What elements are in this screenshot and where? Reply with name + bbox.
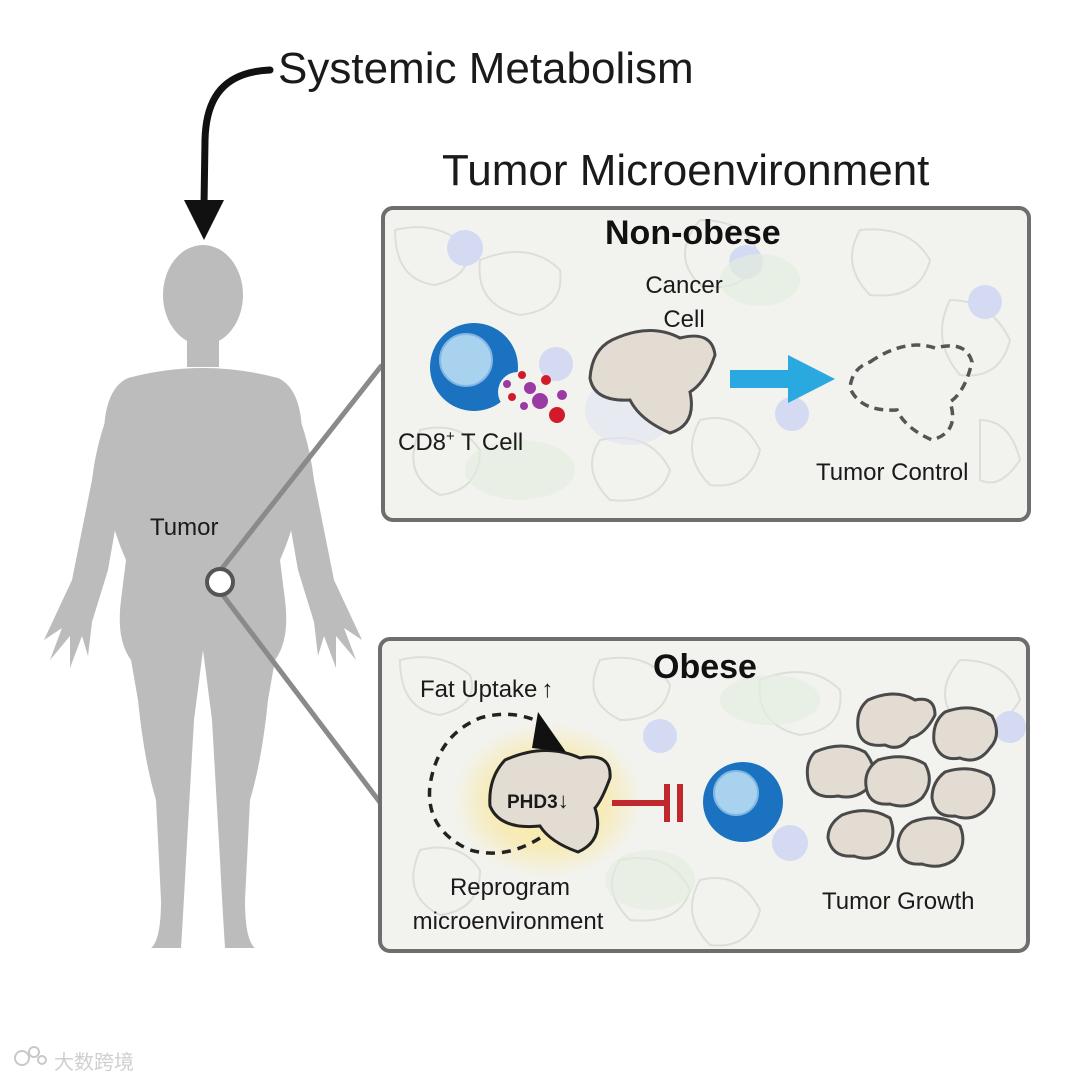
systemic-arrow (200, 66, 274, 209)
zoom-line-bottom (220, 592, 384, 807)
reprogram-label-line1: Reprogram (449, 874, 571, 901)
cancer-cell-label-line1: Cancer (645, 272, 723, 299)
tumor-control-arrow (730, 355, 835, 403)
phd3-label: PHD3↓ (507, 788, 569, 814)
human-silhouette (44, 245, 362, 948)
fat-uptake-label: Fat Uptake↑ (420, 676, 553, 704)
loop-arrowhead (532, 712, 566, 752)
t-cell-bottom (703, 762, 783, 842)
inhibition-symbol (612, 784, 683, 822)
t-cell-text: T Cell (454, 429, 524, 456)
cd8-t-cell-label: CD8+ T Cell (398, 428, 523, 457)
watermark-logo-icon (14, 1046, 47, 1066)
tumor-marker (205, 567, 235, 597)
cancer-cell-label-line2: Cell (663, 306, 705, 333)
fat-uptake-text: Fat Uptake (420, 676, 538, 703)
zoom-line-top (214, 363, 384, 578)
phd3-text: PHD3 (507, 792, 558, 813)
systemic-arrowhead (184, 200, 224, 240)
t-cell-top (430, 323, 538, 412)
non-obese-title: Non-obese (605, 214, 781, 252)
tumor-label: Tumor (150, 514, 219, 541)
up-arrow-icon: ↑ (541, 676, 554, 703)
systemic-metabolism-title: Systemic Metabolism (278, 44, 694, 93)
tumor-growth-cluster (805, 692, 998, 868)
panel-non-obese (381, 206, 1031, 522)
obese-title: Obese (653, 648, 757, 686)
watermark-text: 大数跨境 (54, 1052, 134, 1074)
reprogram-label-line2: microenvironment (412, 908, 604, 935)
panel-obese (378, 637, 1030, 953)
cancer-cell-phd3 (488, 748, 612, 854)
cd8-superscript: + (446, 428, 455, 445)
fat-uptake-loop (427, 712, 546, 855)
tumor-microenvironment-title: Tumor Microenvironment (442, 146, 930, 195)
cancer-cell-top (588, 328, 717, 435)
cytotoxic-granules (503, 371, 567, 423)
tumor-growth-label: Tumor Growth (822, 888, 975, 915)
down-arrow-icon: ↓ (557, 788, 569, 813)
cd8-text: CD8 (398, 429, 447, 456)
dead-cancer-cell (848, 343, 974, 442)
tumor-control-label: Tumor Control (816, 459, 969, 486)
